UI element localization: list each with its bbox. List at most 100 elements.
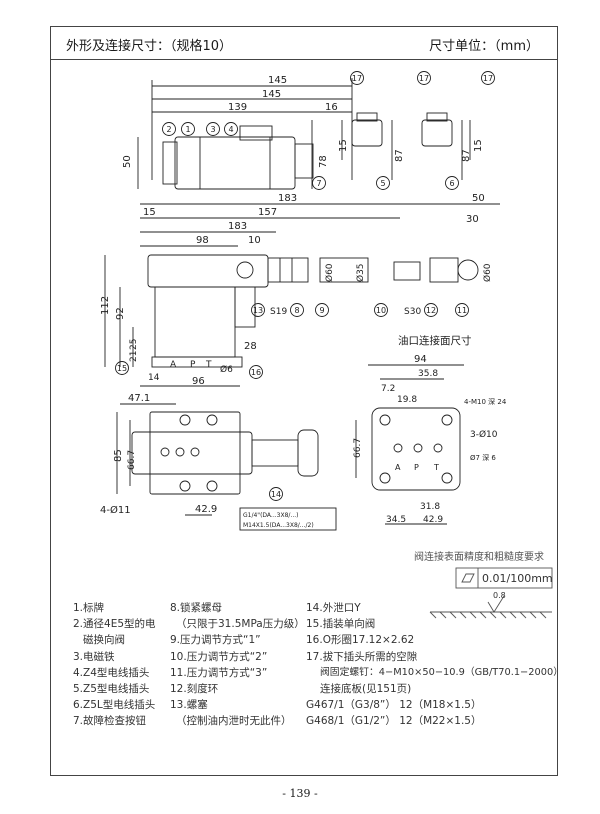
- svg-text:11: 11: [457, 306, 467, 315]
- legend-item: 6.Z5L型电线插头: [73, 699, 156, 712]
- dim-50-mid: 50: [472, 193, 485, 204]
- svg-text:9: 9: [319, 306, 324, 315]
- legend-col-3: 14.外泄口Y 15.插装单向阀 16.O形圈17.12×2.62 17.拔下插…: [306, 600, 563, 730]
- front-elevation-view: 183 50 15 157 183 30 98 10 Ø60 Ø35 Ø60 1…: [100, 193, 500, 387]
- dim-94: 94: [414, 354, 427, 365]
- page-number: - 139 -: [282, 787, 318, 800]
- legend-col-2: 8.锁紧螺母 （只限于31.5MPa压力级） 9.压力调节方式“1” 10.压力…: [170, 600, 305, 730]
- port-face-a: A: [395, 463, 401, 472]
- flatness-value: 0.01/100mm: [482, 572, 553, 585]
- svg-text:17: 17: [352, 74, 362, 83]
- callout-17-b: 17: [417, 71, 431, 85]
- svg-text:13: 13: [253, 306, 263, 315]
- port-a: A: [170, 360, 177, 370]
- dim-16: 16: [325, 102, 338, 113]
- dim-85: 85: [113, 449, 124, 462]
- dim-145-b: 145: [262, 89, 281, 100]
- thread-spec-2: M14X1.5(DA...3X8/.../2): [243, 522, 314, 529]
- dim-10: 10: [248, 235, 261, 246]
- legend-item: 15.插装单向阀: [306, 618, 376, 631]
- callout-16: 16: [249, 365, 263, 379]
- dim-3-d10: 3-Ø10: [470, 429, 498, 440]
- dim-66-7-port: 66.7: [353, 438, 363, 458]
- legend-item: G468/1（G1/2”） 12（M22×1.5）: [306, 715, 482, 728]
- dim-87-a: 87: [394, 149, 405, 162]
- drawing-frame: 外形及连接尺寸：（规格10） 尺寸单位：（mm）: [50, 26, 558, 776]
- dim-92: 92: [115, 307, 126, 320]
- legend-item: 连接底板(见151页): [320, 683, 412, 696]
- dim-42-9-left: 42.9: [195, 504, 217, 515]
- port-face-view: 94 35.8 7.2 19.8 A P T 4-M10 深 24 3-Ø10 …: [353, 354, 507, 525]
- dim-d35: Ø35: [355, 263, 366, 282]
- legend-item: 9.压力调节方式“1”: [170, 634, 261, 647]
- legend-item: 12.刻度环: [170, 683, 219, 696]
- callout-7: 7: [312, 176, 326, 190]
- legend-item: （控制油内泄时无此件）: [176, 715, 292, 728]
- dim-157: 157: [258, 207, 277, 218]
- dim-21: 21: [129, 351, 139, 362]
- svg-text:12: 12: [426, 306, 436, 315]
- dim-31-8: 31.8: [420, 502, 440, 512]
- dim-d6: Ø6: [220, 364, 233, 375]
- callout-14: 14: [269, 487, 283, 501]
- thread-spec-1: G1/4"(DA...3X8/...): [243, 512, 298, 519]
- port-face-p: P: [414, 463, 419, 472]
- surface-requirement: 阀连接表面精度和粗糙度要求 0.01/100mm 0.8: [414, 550, 553, 619]
- port-face-title: 油口连接面尺寸: [398, 334, 472, 347]
- svg-text:4: 4: [228, 125, 233, 134]
- dim-50-left: 50: [122, 155, 133, 168]
- dim-d60-a: Ø60: [324, 263, 335, 282]
- callout-13: 13: [251, 303, 265, 317]
- svg-text:10: 10: [376, 306, 386, 315]
- callout-1: 1: [181, 122, 195, 136]
- callout-17-a: 17: [350, 71, 364, 85]
- legend-item: 7.故障检查按钮: [73, 715, 147, 728]
- callout-3: 3: [206, 122, 220, 136]
- legend-item: 阀固定螺钉：4−M10×50−10.9（GB/T70.1−2000）: [320, 666, 563, 678]
- dim-m10: 4-M10 深 24: [464, 397, 507, 406]
- dim-7-2: 7.2: [381, 384, 395, 394]
- legend-item: G467/1（G3/8”） 12（M18×1.5）: [306, 699, 482, 712]
- dim-15-b: 15: [473, 139, 484, 152]
- svg-text:7: 7: [316, 179, 321, 188]
- legend-item: （只限于31.5MPa压力级）: [176, 618, 305, 631]
- callout-8: 8: [290, 303, 304, 317]
- svg-text:2: 2: [166, 125, 171, 134]
- callout-15: 15: [115, 361, 129, 375]
- dim-47-1: 47.1: [128, 393, 150, 404]
- port-t: T: [205, 360, 212, 370]
- dim-15-mid: 15: [143, 207, 156, 218]
- callout-11: 11: [455, 303, 469, 317]
- dim-34-5: 34.5: [386, 515, 406, 525]
- callout-10: 10: [374, 303, 388, 317]
- legend-item: 4.Z4型电线插头: [73, 666, 150, 679]
- dim-42-9-port: 42.9: [423, 515, 443, 525]
- dim-78: 78: [318, 155, 329, 168]
- dim-28: 28: [244, 341, 257, 352]
- dim-25: 25: [129, 339, 139, 350]
- wrench-s19: S19: [270, 307, 287, 317]
- legend-item: 16.O形圈17.12×2.62: [306, 634, 415, 647]
- svg-text:8: 8: [294, 306, 299, 315]
- dim-183-a: 183: [278, 193, 297, 204]
- legend-item: 5.Z5型电线插头: [73, 683, 150, 696]
- svg-text:16: 16: [251, 368, 261, 377]
- callout-9: 9: [315, 303, 329, 317]
- legend-item: 14.外泄口Y: [306, 602, 361, 614]
- callout-6: 6: [445, 176, 459, 190]
- legend-item: 磁换向阀: [83, 634, 125, 647]
- unit-label: 尺寸单位：（mm）: [429, 39, 539, 54]
- legend-col-1: 1.标牌 2.通径4E5型的电 磁换向阀 3.电磁铁 4.Z4型电线插头 5.Z…: [73, 600, 156, 730]
- legend-item: 17.拔下插头所需的空隙: [306, 650, 418, 663]
- dim-112: 112: [100, 296, 111, 315]
- dim-183-b: 183: [228, 221, 247, 232]
- svg-text:5: 5: [380, 179, 385, 188]
- svg-text:3: 3: [210, 125, 215, 134]
- plan-view: 47.1 85 66.7 4-Ø11 42.9 G1/4"(DA...3X8/.…: [100, 393, 337, 531]
- legend-item: 3.电磁铁: [73, 650, 115, 663]
- callout-12: 12: [424, 303, 438, 317]
- svg-text:1: 1: [185, 125, 190, 134]
- dim-15-a: 15: [338, 139, 349, 152]
- port-face-t: T: [433, 463, 439, 472]
